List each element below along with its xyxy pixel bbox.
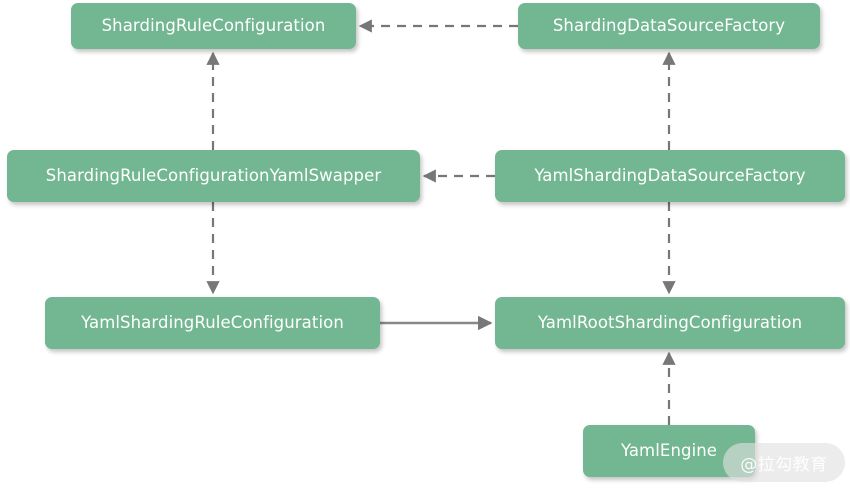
node-label: ShardingRuleConfigurationYamlSwapper xyxy=(45,166,382,186)
node-label: ShardingRuleConfiguration xyxy=(101,16,326,36)
node-label: ShardingDataSourceFactory xyxy=(552,16,786,36)
node-label: YamlShardingRuleConfiguration xyxy=(81,313,344,333)
node-sharding-rule-configuration[interactable]: ShardingRuleConfiguration xyxy=(71,3,356,49)
node-yaml-sharding-rule-configuration[interactable]: YamlShardingRuleConfiguration xyxy=(45,297,380,349)
node-yaml-sharding-datasource-factory[interactable]: YamlShardingDataSourceFactory xyxy=(495,150,845,202)
watermark: @拉勾教育 xyxy=(723,443,845,482)
node-label: YamlRootShardingConfiguration xyxy=(537,313,803,333)
node-sharding-datasource-factory[interactable]: ShardingDataSourceFactory xyxy=(518,3,820,49)
node-label: YamlEngine xyxy=(620,441,718,461)
node-label: YamlShardingDataSourceFactory xyxy=(534,166,806,186)
node-sharding-rule-configuration-yaml-swapper[interactable]: ShardingRuleConfigurationYamlSwapper xyxy=(7,150,420,202)
node-yaml-root-sharding-configuration[interactable]: YamlRootShardingConfiguration xyxy=(495,297,845,349)
